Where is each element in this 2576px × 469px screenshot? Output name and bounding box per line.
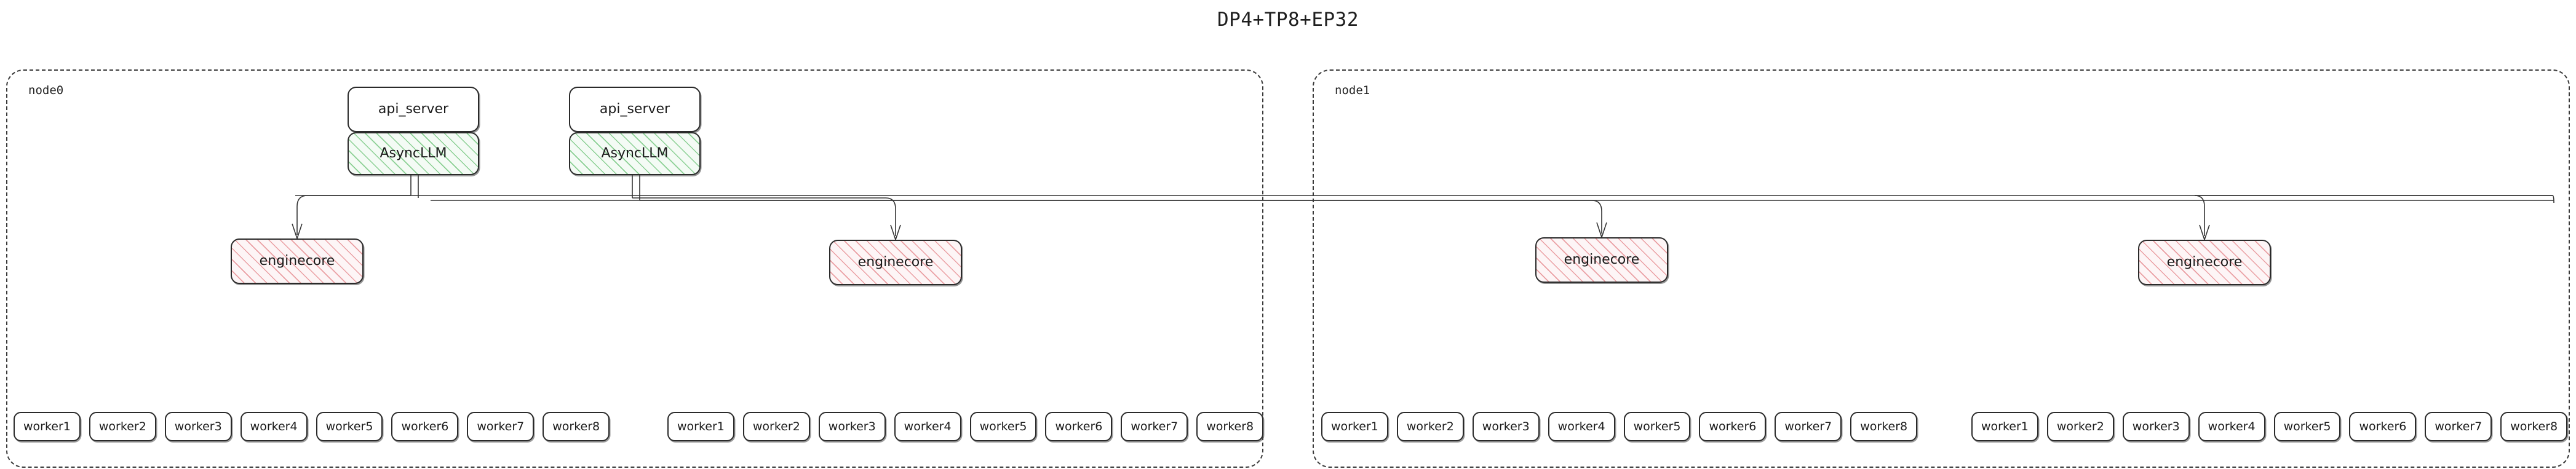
worker-label: worker4 [250, 419, 298, 433]
worker-box[interactable]: worker7 [1121, 412, 1188, 441]
worker-box[interactable]: worker8 [1850, 412, 1918, 441]
asyncllm-box[interactable]: AsyncLLM [348, 132, 479, 175]
asyncllm-box[interactable]: AsyncLLM [569, 132, 701, 175]
worker-label: worker2 [2056, 419, 2104, 433]
enginecore-box[interactable]: enginecore [231, 238, 364, 284]
node-cluster-node0: node0 [6, 69, 1263, 468]
worker-box[interactable]: worker7 [467, 412, 535, 441]
worker-box[interactable]: worker6 [1699, 412, 1767, 441]
worker-label: worker4 [2208, 419, 2256, 433]
enginecore-box[interactable]: enginecore [1535, 237, 1668, 283]
enginecore-label: enginecore [1564, 252, 1640, 267]
worker-label: worker7 [1784, 419, 1832, 433]
worker-box[interactable]: worker6 [1045, 412, 1113, 441]
worker-label: worker8 [1860, 419, 1908, 433]
worker-box[interactable]: worker3 [2122, 412, 2190, 441]
worker-group: worker1 worker2 worker3 worker4 worker5 … [1321, 412, 1918, 441]
worker-label: worker2 [98, 419, 146, 433]
worker-label: worker4 [1557, 419, 1605, 433]
worker-label: worker6 [1709, 419, 1757, 433]
worker-label: worker7 [1131, 419, 1179, 433]
worker-label: worker6 [401, 419, 449, 433]
worker-label: worker7 [477, 419, 525, 433]
worker-label: worker1 [677, 419, 725, 433]
worker-box[interactable]: worker6 [2349, 412, 2417, 441]
worker-label: worker3 [2132, 419, 2180, 433]
page-title: DP4+TP8+EP32 [1217, 9, 1359, 31]
worker-label: worker8 [552, 419, 600, 433]
worker-label: worker1 [1331, 419, 1378, 433]
worker-box[interactable]: worker4 [1548, 412, 1615, 441]
enginecore-label: enginecore [259, 253, 335, 269]
worker-box[interactable]: worker4 [240, 412, 308, 441]
worker-group: worker1 worker2 worker3 worker4 worker5 … [1971, 412, 2568, 441]
api-server-label: api_server [378, 101, 449, 117]
worker-box[interactable]: worker2 [1396, 412, 1464, 441]
worker-box[interactable]: worker1 [1321, 412, 1388, 441]
worker-box[interactable]: worker1 [1971, 412, 2038, 441]
worker-group: worker1 worker2 worker3 worker4 worker5 … [667, 412, 1264, 441]
worker-group: worker1 worker2 worker3 worker4 worker5 … [14, 412, 610, 441]
enginecore-label: enginecore [2166, 254, 2243, 270]
worker-box[interactable]: worker8 [2500, 412, 2568, 441]
api-server-box[interactable]: api_server [348, 87, 479, 132]
enginecore-label: enginecore [857, 254, 934, 270]
worker-box[interactable]: worker2 [742, 412, 810, 441]
worker-box[interactable]: worker2 [89, 412, 156, 441]
worker-label: worker5 [2283, 419, 2331, 433]
worker-box[interactable]: worker5 [316, 412, 383, 441]
worker-box[interactable]: worker8 [1196, 412, 1264, 441]
node-label-node1: node1 [1335, 84, 1370, 97]
worker-label: worker5 [979, 419, 1027, 433]
worker-label: worker5 [1633, 419, 1681, 433]
worker-label: worker7 [2435, 419, 2483, 433]
worker-box[interactable]: worker1 [667, 412, 734, 441]
worker-box[interactable]: worker5 [1623, 412, 1691, 441]
enginecore-box[interactable]: enginecore [2138, 240, 2271, 285]
worker-label: worker3 [174, 419, 222, 433]
worker-label: worker8 [1206, 419, 1254, 433]
worker-label: worker2 [752, 419, 800, 433]
worker-box[interactable]: worker8 [543, 412, 610, 441]
worker-label: worker6 [1055, 419, 1103, 433]
worker-label: worker2 [1406, 419, 1454, 433]
worker-box[interactable]: worker5 [2273, 412, 2341, 441]
node-label-node0: node0 [28, 84, 64, 97]
worker-label: worker1 [1981, 419, 2029, 433]
worker-label: worker6 [2359, 419, 2407, 433]
worker-box[interactable]: worker7 [1775, 412, 1842, 441]
worker-box[interactable]: worker2 [2046, 412, 2114, 441]
worker-label: worker3 [828, 419, 876, 433]
worker-box[interactable]: worker3 [818, 412, 886, 441]
worker-box[interactable]: worker6 [391, 412, 459, 441]
worker-box[interactable]: worker3 [164, 412, 232, 441]
api-server-box[interactable]: api_server [569, 87, 701, 132]
enginecore-box[interactable]: enginecore [829, 240, 962, 285]
worker-label: worker8 [2510, 419, 2558, 433]
node-cluster-node1: node1 [1313, 69, 2570, 468]
worker-box[interactable]: worker7 [2425, 412, 2492, 441]
asyncllm-label: AsyncLLM [601, 146, 669, 161]
worker-box[interactable]: worker4 [2198, 412, 2265, 441]
worker-label: worker5 [325, 419, 373, 433]
worker-label: worker1 [23, 419, 71, 433]
worker-label: worker4 [904, 419, 952, 433]
worker-box[interactable]: worker1 [14, 412, 81, 441]
worker-box[interactable]: worker5 [969, 412, 1037, 441]
api-server-label: api_server [599, 101, 670, 117]
worker-label: worker3 [1482, 419, 1530, 433]
worker-box[interactable]: worker3 [1472, 412, 1540, 441]
asyncllm-label: AsyncLLM [380, 146, 447, 161]
worker-box[interactable]: worker4 [894, 412, 961, 441]
